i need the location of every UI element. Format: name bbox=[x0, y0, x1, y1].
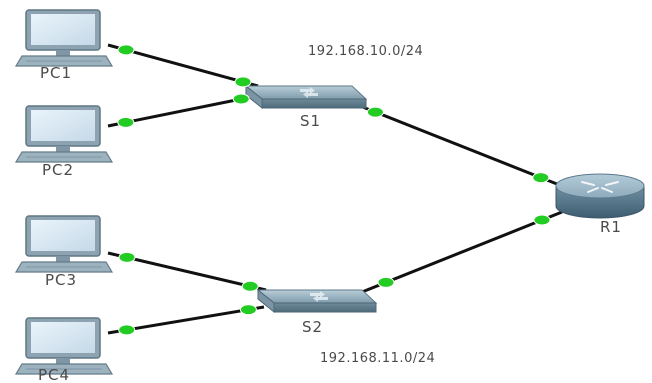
link-status-dot-pc2-s1-b bbox=[232, 93, 250, 105]
link-status-dot-pc3-s2-a bbox=[118, 251, 136, 263]
link-status-dot-pc1-s1-a bbox=[117, 44, 135, 56]
link-status-dot-pc4-s2-b bbox=[239, 304, 257, 316]
s2-label: S2 bbox=[302, 318, 323, 336]
network-label-192-168-10: 192.168.10.0/24 bbox=[308, 44, 423, 59]
link-status-dot-pc3-s2-b bbox=[241, 280, 259, 292]
network-label-192-168-11: 192.168.11.0/24 bbox=[320, 351, 435, 366]
link-status-dot-s1-r1-a bbox=[366, 106, 384, 118]
pc1-icon[interactable] bbox=[14, 9, 114, 67]
link-status-dot-pc1-s1-b bbox=[234, 76, 252, 88]
link-status-dot-pc4-s2-a bbox=[118, 324, 136, 336]
link-status-layer bbox=[117, 44, 551, 336]
r1-label: R1 bbox=[600, 218, 622, 236]
pc4-icon[interactable] bbox=[14, 317, 114, 375]
pc2-icon[interactable] bbox=[14, 105, 114, 163]
link-s2-r1 bbox=[361, 210, 563, 294]
pc2-label: PC2 bbox=[42, 161, 74, 179]
pc4-label: PC4 bbox=[38, 366, 70, 383]
link-status-dot-s2-r1-b bbox=[533, 214, 551, 226]
s1-label: S1 bbox=[300, 112, 321, 130]
s2-switch-icon[interactable] bbox=[256, 288, 378, 314]
r1-router-icon[interactable] bbox=[555, 173, 645, 219]
link-status-dot-s2-r1-a bbox=[377, 276, 395, 288]
s1-switch-icon[interactable] bbox=[244, 84, 368, 110]
pc3-icon[interactable] bbox=[14, 215, 114, 273]
pc3-label: PC3 bbox=[45, 271, 77, 289]
link-status-dot-pc2-s1-a bbox=[117, 116, 135, 128]
link-s1-r1 bbox=[349, 100, 563, 188]
link-status-dot-s1-r1-b bbox=[532, 172, 550, 184]
pc1-label: PC1 bbox=[40, 64, 72, 82]
